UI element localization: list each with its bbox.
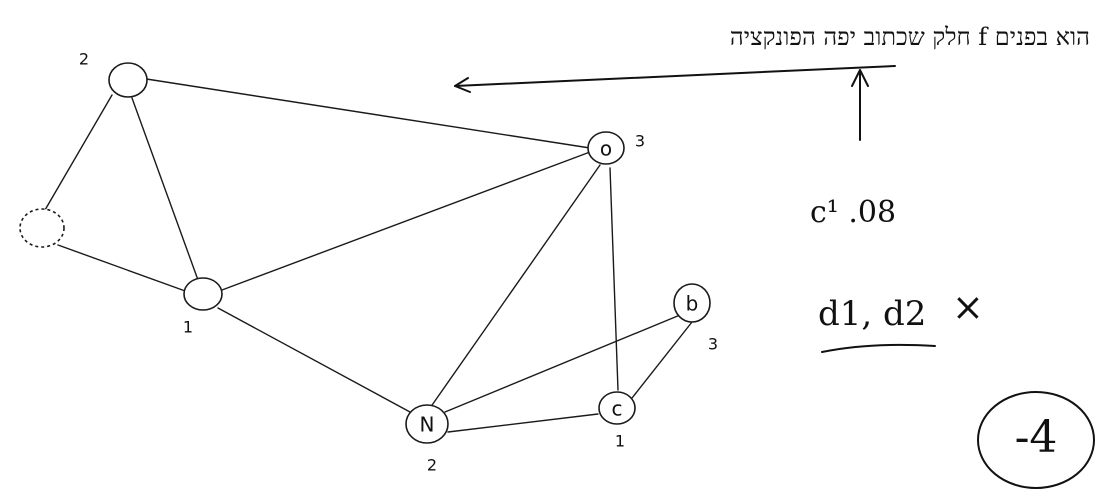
node-number: 1 <box>615 432 625 451</box>
node-number: 3 <box>635 132 645 151</box>
edge-b-c <box>631 321 693 399</box>
edge-n-c <box>447 413 599 433</box>
circled-answer: -4 <box>977 391 1095 489</box>
answer-text: -4 <box>1015 412 1058 463</box>
edge-center-left-o <box>221 151 591 291</box>
underline-arrow <box>454 65 896 87</box>
node-number: 1 <box>183 318 193 337</box>
node-n: N 2 <box>405 404 449 475</box>
right-annotations: c¹ .08 d1, d2 × <box>810 195 984 353</box>
edge-left-center-left <box>57 244 189 293</box>
edge-center-left-n <box>217 307 411 413</box>
node-center-left: 1 <box>183 277 223 337</box>
edge-o-n <box>429 164 601 409</box>
up-arrow <box>851 69 869 141</box>
node-number: 2 <box>79 50 89 69</box>
edges <box>44 77 693 433</box>
node-label: c <box>612 397 623 421</box>
node-c: c 1 <box>598 391 636 451</box>
note-underline <box>821 343 936 353</box>
edge-n-b <box>444 314 681 413</box>
node-number: 3 <box>708 335 718 354</box>
node-left <box>19 208 65 248</box>
edge-top-left-left <box>44 94 113 211</box>
edge-o-c <box>609 167 619 391</box>
top-text: חלק שכתוב יפה הפונקציה f הוא בפנים <box>730 23 1090 51</box>
node-top-left: 2 <box>79 50 148 98</box>
top-annotation: חלק שכתוב יפה הפונקציה f הוא בפנים <box>454 23 1090 141</box>
node-label: b <box>686 292 699 316</box>
node-label: o <box>600 137 612 161</box>
note-line-3: d1, d2 <box>818 294 926 334</box>
node-o: o 3 <box>587 131 645 165</box>
node-label: N <box>420 413 435 437</box>
edge-top-left-center-left <box>131 97 199 281</box>
note-line-1: c¹ .08 <box>810 195 896 230</box>
node-b: b 3 <box>673 283 718 354</box>
answer-circle <box>977 391 1095 489</box>
arrowhead-left <box>454 77 471 93</box>
node-number: 2 <box>427 456 437 475</box>
cross-mark: × <box>952 285 984 329</box>
edge-top-left-o <box>139 77 591 149</box>
